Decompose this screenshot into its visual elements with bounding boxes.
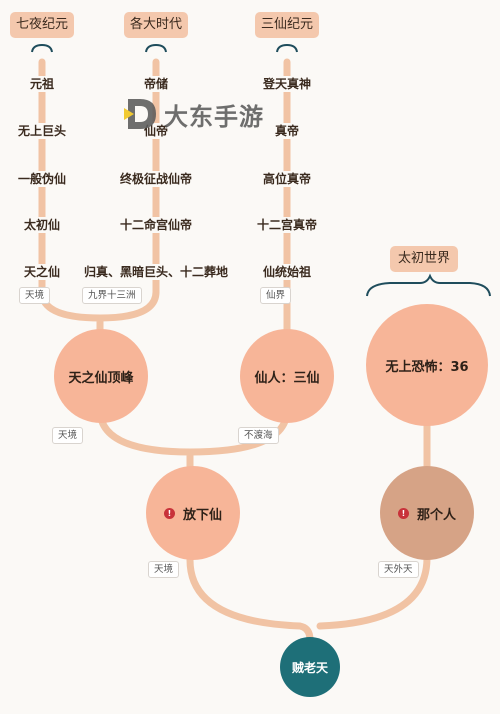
col2-item-4: 十二命宫仙帝 bbox=[117, 217, 195, 233]
col1-tag: 天境 bbox=[19, 287, 51, 304]
node-immortals: 仙人：三仙 bbox=[240, 329, 334, 423]
node-thatperson: ! 那个人 bbox=[380, 466, 474, 560]
node-terror-label: 无上恐怖：36 bbox=[385, 359, 469, 375]
col3-item-1: 登天真神 bbox=[260, 76, 314, 92]
watermark-logo-icon bbox=[124, 99, 156, 129]
node-thatperson-tag: 天外天 bbox=[378, 561, 419, 578]
col1-item-4: 太初仙 bbox=[21, 217, 63, 233]
col3-item-2: 真帝 bbox=[272, 123, 302, 139]
node-letgo-tag: 天境 bbox=[148, 561, 180, 578]
brace-col2 bbox=[145, 43, 167, 53]
brace-col1 bbox=[31, 43, 53, 53]
node-thatperson-label: 那个人 bbox=[416, 507, 456, 523]
col1-item-2: 无上巨头 bbox=[15, 123, 69, 139]
col1-item-3: 一般伪仙 bbox=[15, 171, 69, 187]
watermark-text: 大东手游 bbox=[164, 102, 264, 131]
warning-icon: ! bbox=[397, 507, 409, 519]
brace-col3 bbox=[276, 43, 298, 53]
node-terror: 无上恐怖：36 bbox=[366, 304, 488, 426]
col3-tag: 仙界 bbox=[260, 287, 292, 304]
era-sanxian: 三仙纪元 bbox=[255, 12, 319, 38]
node-letgo-label: 放下仙 bbox=[182, 507, 222, 523]
col2-item-1: 帝储 bbox=[141, 76, 171, 92]
node-peak: 天之仙顶峰 bbox=[54, 329, 148, 423]
node-letgo: ! 放下仙 bbox=[146, 466, 240, 560]
node-root: 贼老天 bbox=[280, 637, 340, 697]
era-gedashidai: 各大时代 bbox=[124, 12, 188, 38]
brace-taichu bbox=[366, 273, 491, 297]
node-immortals-tag: 不渡海 bbox=[238, 427, 279, 444]
node-peak-tag: 天境 bbox=[52, 427, 84, 444]
node-root-label: 贼老天 bbox=[291, 660, 328, 675]
col1-item-5: 天之仙 bbox=[21, 264, 63, 280]
col2-item-3: 终极征战仙帝 bbox=[117, 171, 195, 187]
col1-item-1: 元祖 bbox=[27, 76, 57, 92]
col2-tag: 九界十三洲 bbox=[82, 287, 142, 304]
col2-item-5: 归真、黑暗巨头、十二葬地 bbox=[81, 264, 231, 280]
node-peak-label: 天之仙顶峰 bbox=[68, 370, 134, 386]
era-taichu: 太初世界 bbox=[390, 246, 458, 272]
watermark: 大东手游 bbox=[122, 92, 264, 136]
col3-item-4: 十二宫真帝 bbox=[254, 217, 320, 233]
node-immortals-label: 仙人：三仙 bbox=[254, 370, 320, 386]
col3-item-5: 仙统始祖 bbox=[260, 264, 314, 280]
warning-icon: ! bbox=[163, 507, 175, 519]
era-qiye: 七夜纪元 bbox=[10, 12, 74, 38]
col3-item-3: 高位真帝 bbox=[260, 171, 314, 187]
